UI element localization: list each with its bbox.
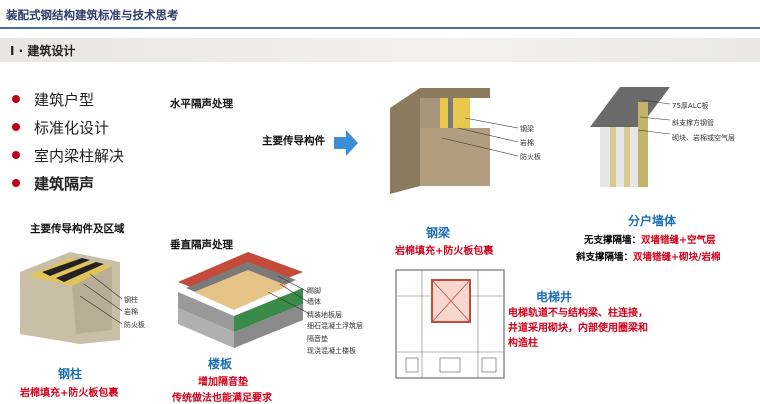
bullet-label: 室内梁柱解决 [34,147,125,165]
bullet-item-beam-column: 室内梁柱解决 [12,145,124,166]
bullet-dot-icon [12,150,20,159]
section-band [0,38,760,62]
floor-callout-pad: 隔音垫 [307,335,328,343]
column-callout-steel: 钢柱 [124,296,138,304]
beam-title: 钢梁 [426,226,451,240]
steel-beam-illustration [390,88,519,194]
wall-callout-alc: 75厚ALC板 [672,102,709,110]
wall-line-unbraced-label: 无支撑隔墙： [584,235,642,246]
label-main-conduct-area: 主要传导构件及区域 [30,223,125,235]
floor-callout-finish: 精装地板层 [307,311,342,319]
bullet-label: 标准化设计 [34,119,110,137]
column-callout-fireboard: 防火板 [124,321,145,329]
wall-callout-fill: 砌块、岩棉或空气层 [672,134,735,142]
wall-line-braced-value: 双墙错缝+砌块/岩棉 [633,252,721,263]
bullet-item-layout: 建筑户型 [12,89,94,110]
floor-callout-wall: 墙体 [307,298,321,306]
floor-callout-slab: 现浇混凝土楼板 [307,347,356,355]
elevator-shaft-plan [395,269,505,379]
label-horizontal-acoustic: 水平隔声处理 [170,98,233,110]
wall-line-braced-label: 斜支撑隔墙： [576,252,634,263]
steel-column-illustration [20,252,123,344]
label-main-conduct: 主要传导构件 [262,135,325,147]
wall-title: 分户墙体 [628,214,677,228]
wall-line-unbraced-value: 双墙错缝+空气层 [641,235,716,246]
column-title: 钢柱 [58,367,83,381]
section-title: Ⅰ · 建筑设计 [10,44,76,58]
beam-callout-steel: 钢梁 [520,125,534,133]
floor-callout-screed: 细石混凝土浮筑层 [307,322,363,330]
wall-callout-brace: 斜支撑方钢管 [672,119,714,127]
label-vertical-acoustic: 垂直隔声处理 [170,239,233,251]
bullet-label: 建筑户型 [34,91,95,109]
beam-callout-rockwool: 岩棉 [520,139,534,147]
floor-caption-traditional: 传统做法也能满足要求 [172,393,272,404]
beam-callout-fireboard: 防火板 [520,153,541,161]
floor-title: 楼板 [208,357,233,371]
column-callout-rockwool: 岩棉 [124,308,138,316]
bullet-item-standard: 标准化设计 [12,117,109,138]
bullet-label: 建筑隔声 [34,175,95,193]
right-arrow-icon [334,130,358,156]
bullet-dot-icon [12,178,20,187]
header-divider [0,27,760,29]
wall-line-unbraced: 无支撑隔墙：双墙错缝+空气层 [584,232,715,246]
bullet-dot-icon [12,94,20,103]
elevator-text: 电梯轨道不与结构梁、柱连接，井道采用砌块，内部使用圈梁和构造柱 [508,308,648,349]
floor-callout-skirting: 踢脚 [307,287,321,295]
bullet-dot-icon [12,122,20,131]
floor-slab-illustration [178,252,308,348]
floor-caption-pad: 增加隔音垫 [198,377,248,388]
bullet-item-acoustic: 建筑隔声 [12,173,94,194]
elevator-title: 电梯井 [536,290,573,304]
partition-wall-illustration [590,87,671,187]
page-header-title: 装配式钢结构建筑标准与技术思考 [6,8,179,22]
beam-caption: 岩棉填充+防火板包裹 [395,246,494,257]
column-caption: 岩棉填充+防火板包裹 [20,388,119,399]
wall-line-braced: 斜支撑隔墙：双墙错缝+砌块/岩棉 [576,249,720,263]
